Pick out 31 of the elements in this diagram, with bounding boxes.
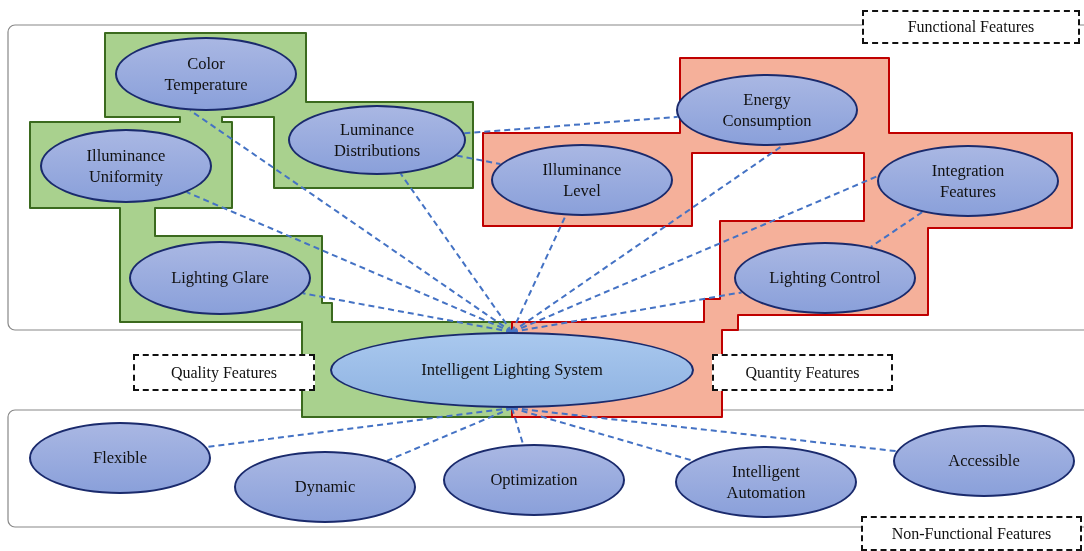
category-label-box [861, 516, 1082, 551]
node-label: Lighting Control [768, 267, 882, 289]
category-label-box [712, 354, 893, 391]
node-label: Illuminance Level [541, 158, 623, 202]
connector-line [386, 407, 513, 462]
node-label: Intelligent Lighting System [420, 359, 604, 381]
node-label: Accessible [947, 450, 1021, 472]
connector-line [511, 407, 525, 446]
connector-line [463, 115, 679, 135]
node-label: Dynamic [293, 476, 357, 498]
node-label: Optimization [489, 469, 579, 491]
node-label: Illuminance Uniformity [85, 144, 167, 188]
category-label-box [862, 10, 1080, 44]
node-label: Non-Functional Features [891, 524, 1052, 543]
connector-line [511, 144, 784, 333]
node-label: Energy Consumption [721, 88, 813, 132]
connector-line [455, 154, 502, 166]
node-label: Lighting Glare [170, 267, 270, 289]
node-label: Quantity Features [745, 363, 860, 382]
node-label: Flexible [91, 447, 149, 469]
category-label-box [133, 354, 315, 391]
connector-line [399, 172, 513, 333]
node-label: Color Temperature [163, 52, 249, 96]
node-label: Integration Features [930, 159, 1006, 203]
connector-line [869, 211, 924, 248]
node-label: Functional Features [907, 18, 1035, 36]
connector-line [511, 407, 694, 462]
node-label: Luminance Distributions [332, 118, 422, 162]
node-label: Quality Features [170, 363, 278, 382]
node-label: Intelligent Automation [725, 460, 807, 504]
connector-line [511, 214, 567, 333]
